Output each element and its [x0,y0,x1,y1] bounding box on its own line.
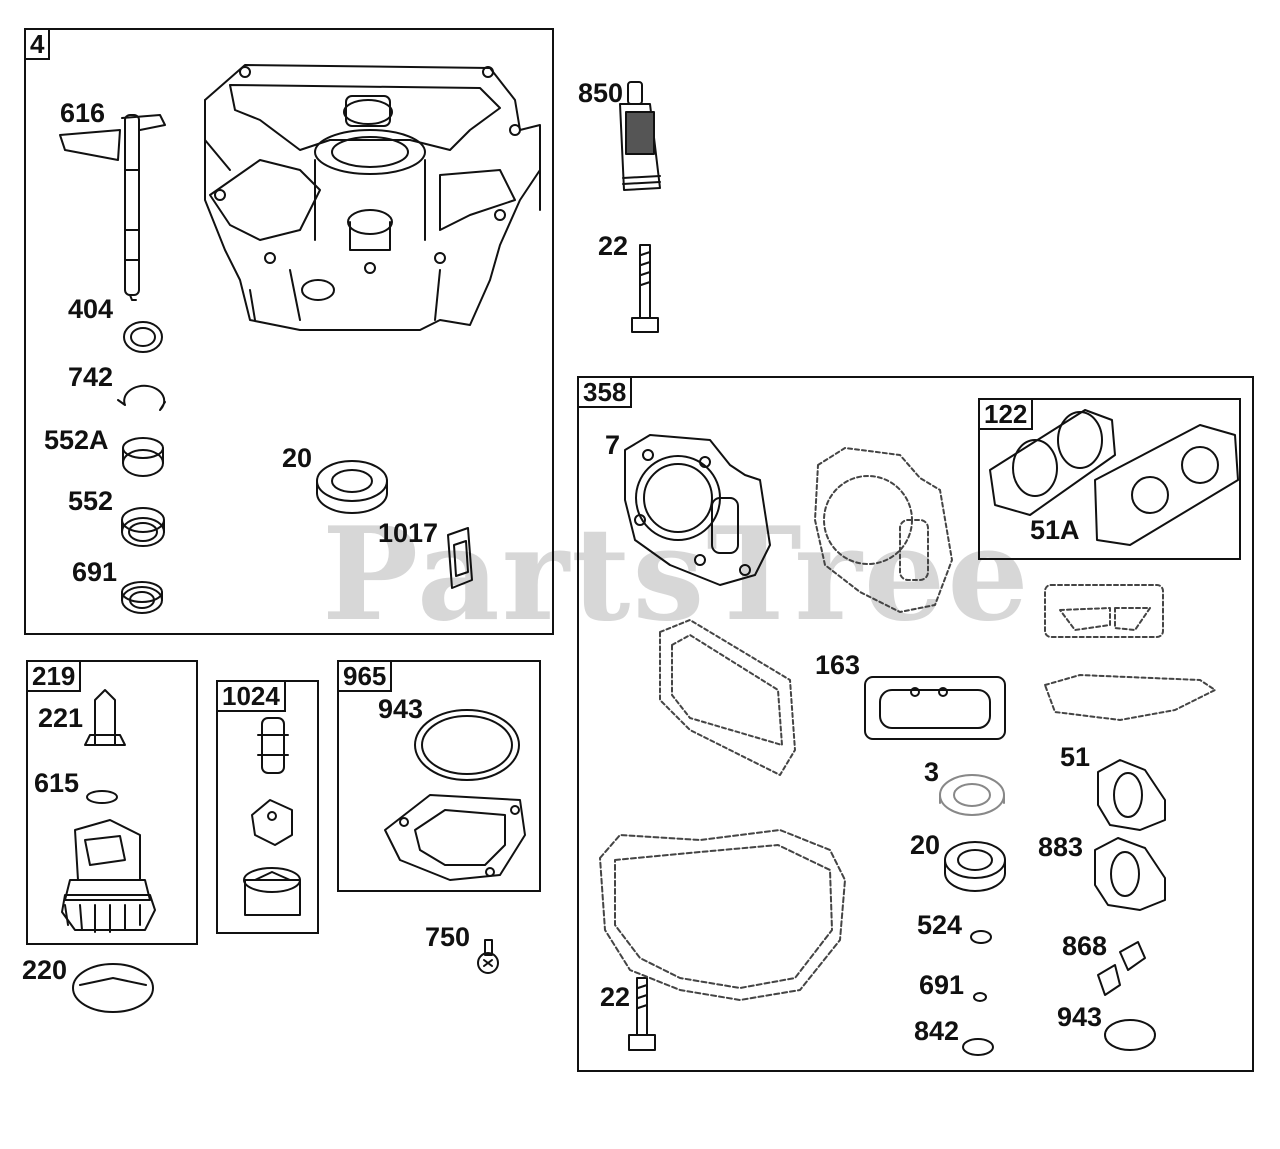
label-1017: 1017 [378,518,439,548]
bushing-552-drawing [121,507,165,547]
screw-750-drawing [477,939,499,974]
group-tag-1024: 1024 [216,680,286,712]
label-691-left: 691 [72,557,118,587]
label-221: 221 [38,703,84,733]
group-tag-358: 358 [577,376,633,408]
label-404: 404 [68,294,114,324]
label-20-right: 20 [910,830,941,860]
label-742: 742 [68,362,114,392]
group-tag-4: 4 [24,28,51,60]
head-gasket-ghost-drawing [814,447,953,613]
o-ring-943-right-drawing [1104,1019,1156,1051]
intake-gasket-ghost-drawing [1044,584,1216,721]
ring-691-right-drawing [973,992,987,1002]
sealant-tube-850-drawing [619,81,661,191]
governor-shaft-drawing [59,114,166,301]
intake-gasket-51A-drawing [1094,424,1239,546]
washer-220-drawing [72,963,154,1013]
intake-gasket-122-left-drawing [989,409,1116,516]
label-20-left: 20 [282,443,313,473]
label-750: 750 [425,922,471,952]
group-tag-965: 965 [337,660,393,692]
label-51A: 51A [1030,515,1080,545]
washer-404-drawing [123,321,163,353]
label-943-right: 943 [1057,1002,1103,1032]
label-524: 524 [917,910,963,940]
label-943-left: 943 [378,694,424,724]
label-22-top: 22 [598,231,629,261]
crankcase-gasket-drawing [599,829,846,1001]
group-box-4: 4 [24,28,554,635]
ring-524-drawing [970,930,992,944]
governor-gear-219-drawing [61,689,156,933]
seal-691-drawing [121,581,163,614]
label-691-right: 691 [919,970,965,1000]
spacer-883-drawing [1094,837,1166,911]
oil-seal-20-right-drawing [944,841,1006,892]
spacer-51-drawing [1097,759,1166,831]
bushing-552A-drawing [122,437,164,477]
oil-pump-1024-drawing [243,717,301,916]
label-868: 868 [1062,931,1108,961]
bolt-22-bottom-drawing [628,977,656,1051]
group-tag-219: 219 [26,660,82,692]
group-box-965: 965 [337,660,541,892]
label-3: 3 [924,757,940,787]
oil-seal-20-drawing [316,460,388,514]
clip-1017-drawing [447,527,473,589]
rocker-cover-gasket-drawing [659,619,796,776]
label-842: 842 [914,1016,960,1046]
label-163: 163 [815,650,861,680]
group-box-122: 122 [978,398,1241,560]
group-box-219: 219 [26,660,198,945]
label-615: 615 [34,768,80,798]
pump-cover-965-drawing [384,709,526,881]
label-616: 616 [60,98,106,128]
ring-842-drawing [962,1038,994,1056]
dowel-868-drawing [1097,941,1146,996]
head-gasket-7-drawing [624,434,771,586]
label-552A: 552A [44,425,109,455]
bolt-22-top-drawing [631,244,659,333]
crankcase-sump-drawing [204,64,541,331]
label-850: 850 [578,78,624,108]
label-552: 552 [68,486,114,516]
group-box-1024: 1024 [216,680,319,934]
group-box-358: 358 [577,376,1254,1072]
label-220: 220 [22,955,68,985]
label-7: 7 [605,430,621,460]
seal-3-drawing [939,774,1005,816]
label-22-bottom: 22 [600,982,631,1012]
valve-cover-gasket-163-drawing [864,676,1006,740]
group-tag-122: 122 [978,398,1034,430]
label-883: 883 [1038,832,1084,862]
e-ring-742-drawing [117,384,166,411]
label-51: 51 [1060,742,1091,772]
